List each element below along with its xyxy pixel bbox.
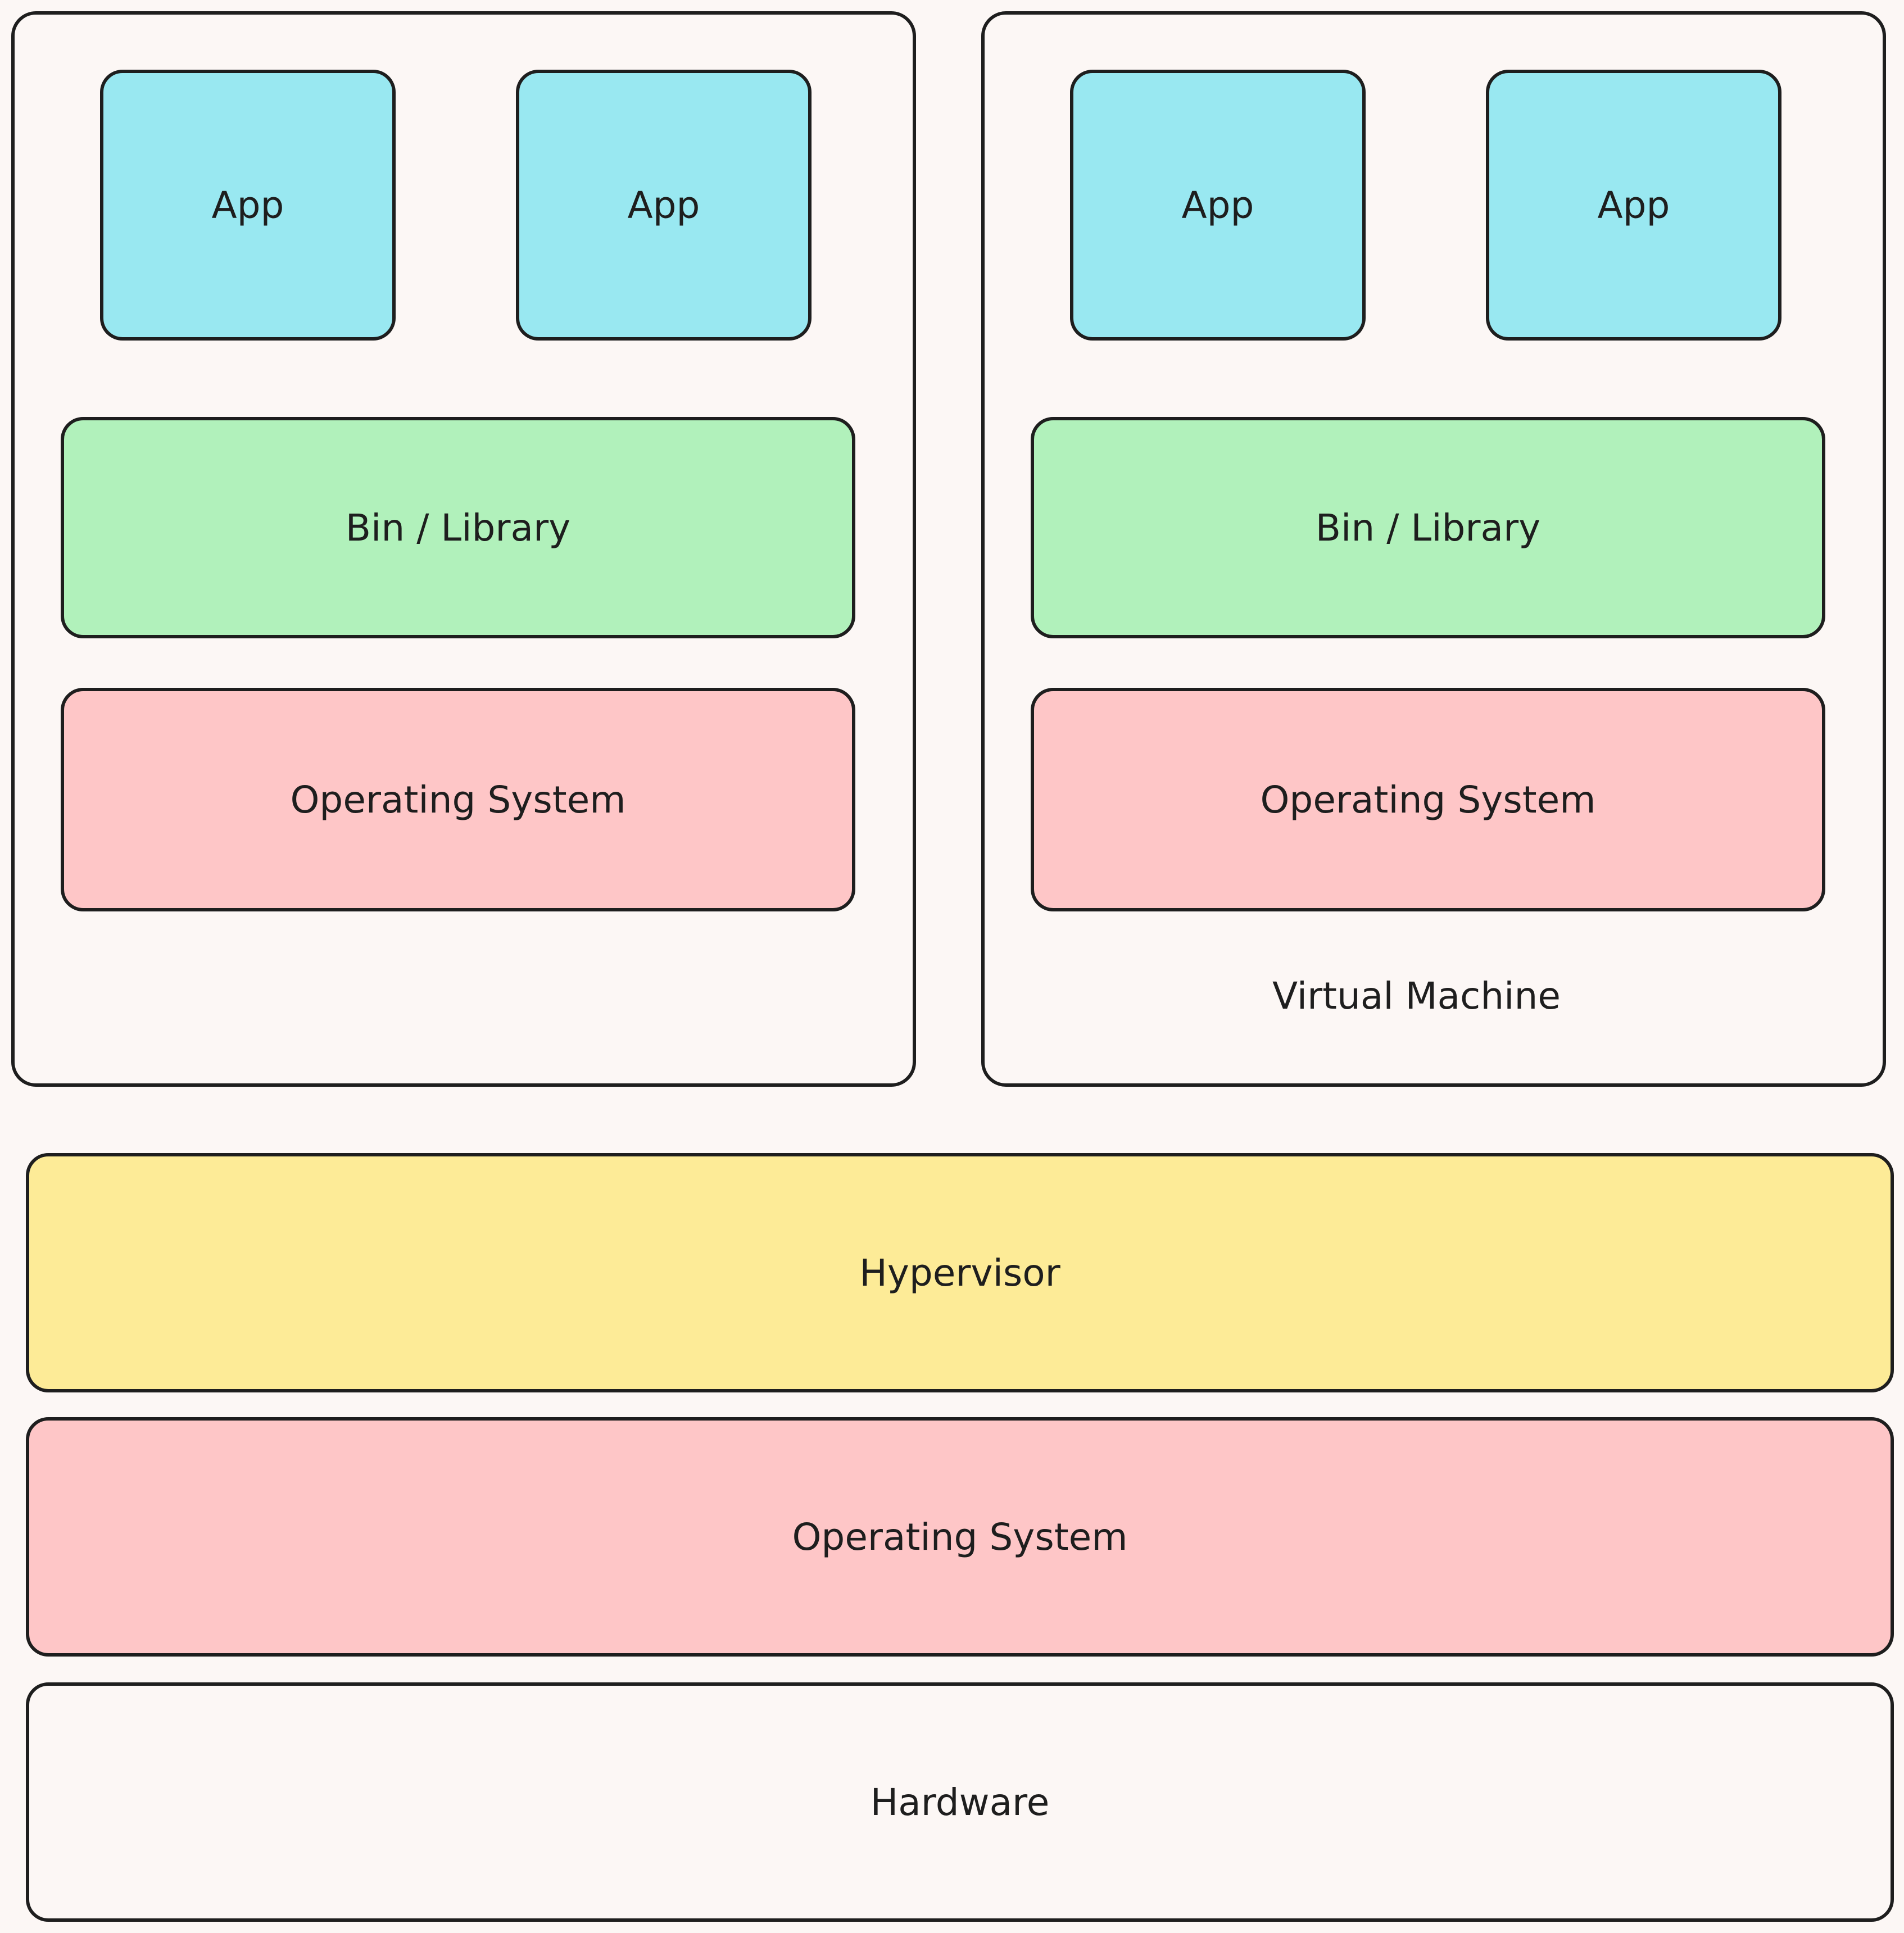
vm-right-operating-system: Operating System xyxy=(1031,688,1825,911)
vm-left-app-2: App xyxy=(516,70,812,341)
operating-system-label: Operating System xyxy=(290,778,626,822)
app-label: App xyxy=(1181,183,1254,227)
vm-right-app-2: App xyxy=(1486,70,1781,341)
operating-system-label: Operating System xyxy=(792,1515,1128,1559)
vm-left-bin-library: Bin / Library xyxy=(61,417,855,638)
vm-left-operating-system: Operating System xyxy=(61,688,855,911)
hardware-label: Hardware xyxy=(870,1780,1050,1824)
bin-library-label: Bin / Library xyxy=(345,506,571,550)
virtual-machine-right xyxy=(981,11,1886,1087)
bin-library-label: Bin / Library xyxy=(1315,506,1541,550)
vm-left-app-1: App xyxy=(100,70,396,341)
hypervisor-layer: Hypervisor xyxy=(26,1153,1894,1392)
operating-system-label: Operating System xyxy=(1260,778,1596,822)
host-operating-system-layer: Operating System xyxy=(26,1417,1894,1657)
app-label: App xyxy=(1597,183,1670,227)
vm-right-app-1: App xyxy=(1070,70,1366,341)
app-label: App xyxy=(627,183,700,227)
vm-right-bin-library: Bin / Library xyxy=(1031,417,1825,638)
app-label: App xyxy=(211,183,284,227)
virtual-machine-caption: Virtual Machine xyxy=(1272,974,1561,1018)
hardware-layer: Hardware xyxy=(26,1682,1894,1922)
hypervisor-label: Hypervisor xyxy=(859,1251,1060,1295)
virtual-machine-left xyxy=(11,11,916,1087)
